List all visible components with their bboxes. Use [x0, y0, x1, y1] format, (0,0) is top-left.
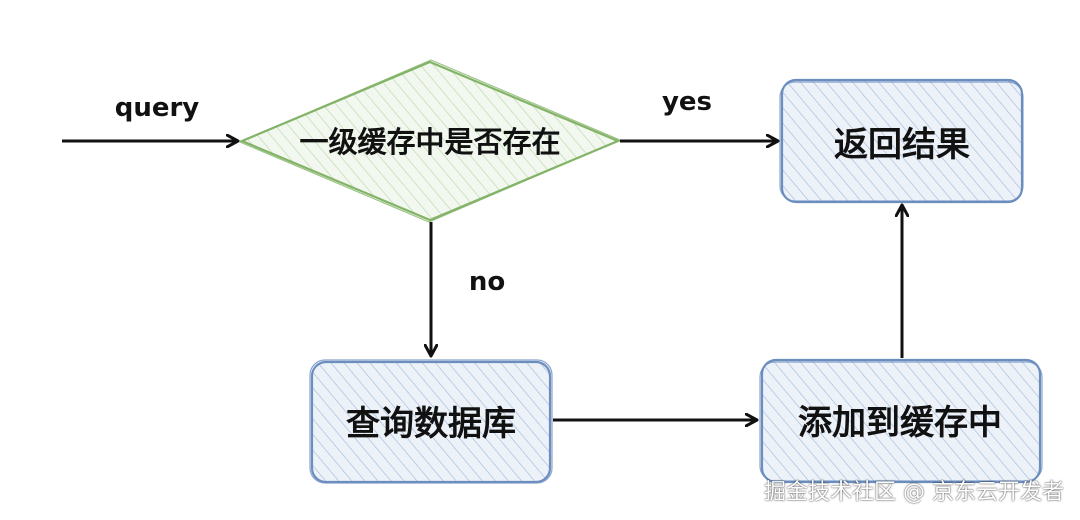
return-result-label: 返回结果	[834, 125, 970, 165]
query-db-label: 查询数据库	[346, 404, 516, 444]
edge-label-no: no	[469, 267, 505, 297]
decision-diamond	[238, 59, 622, 223]
edge-label-query: query	[115, 93, 200, 123]
return-result-box	[779, 78, 1024, 204]
watermark-text: 掘金技术社区 @ 京东云开发者	[764, 480, 1064, 505]
add-cache-label: 添加到缓存中	[798, 403, 1002, 443]
decision-label: 一级缓存中是否存在	[299, 125, 560, 159]
query-db-box	[309, 359, 553, 484]
add-cache-box	[759, 358, 1043, 484]
edge-label-yes: yes	[662, 87, 712, 117]
